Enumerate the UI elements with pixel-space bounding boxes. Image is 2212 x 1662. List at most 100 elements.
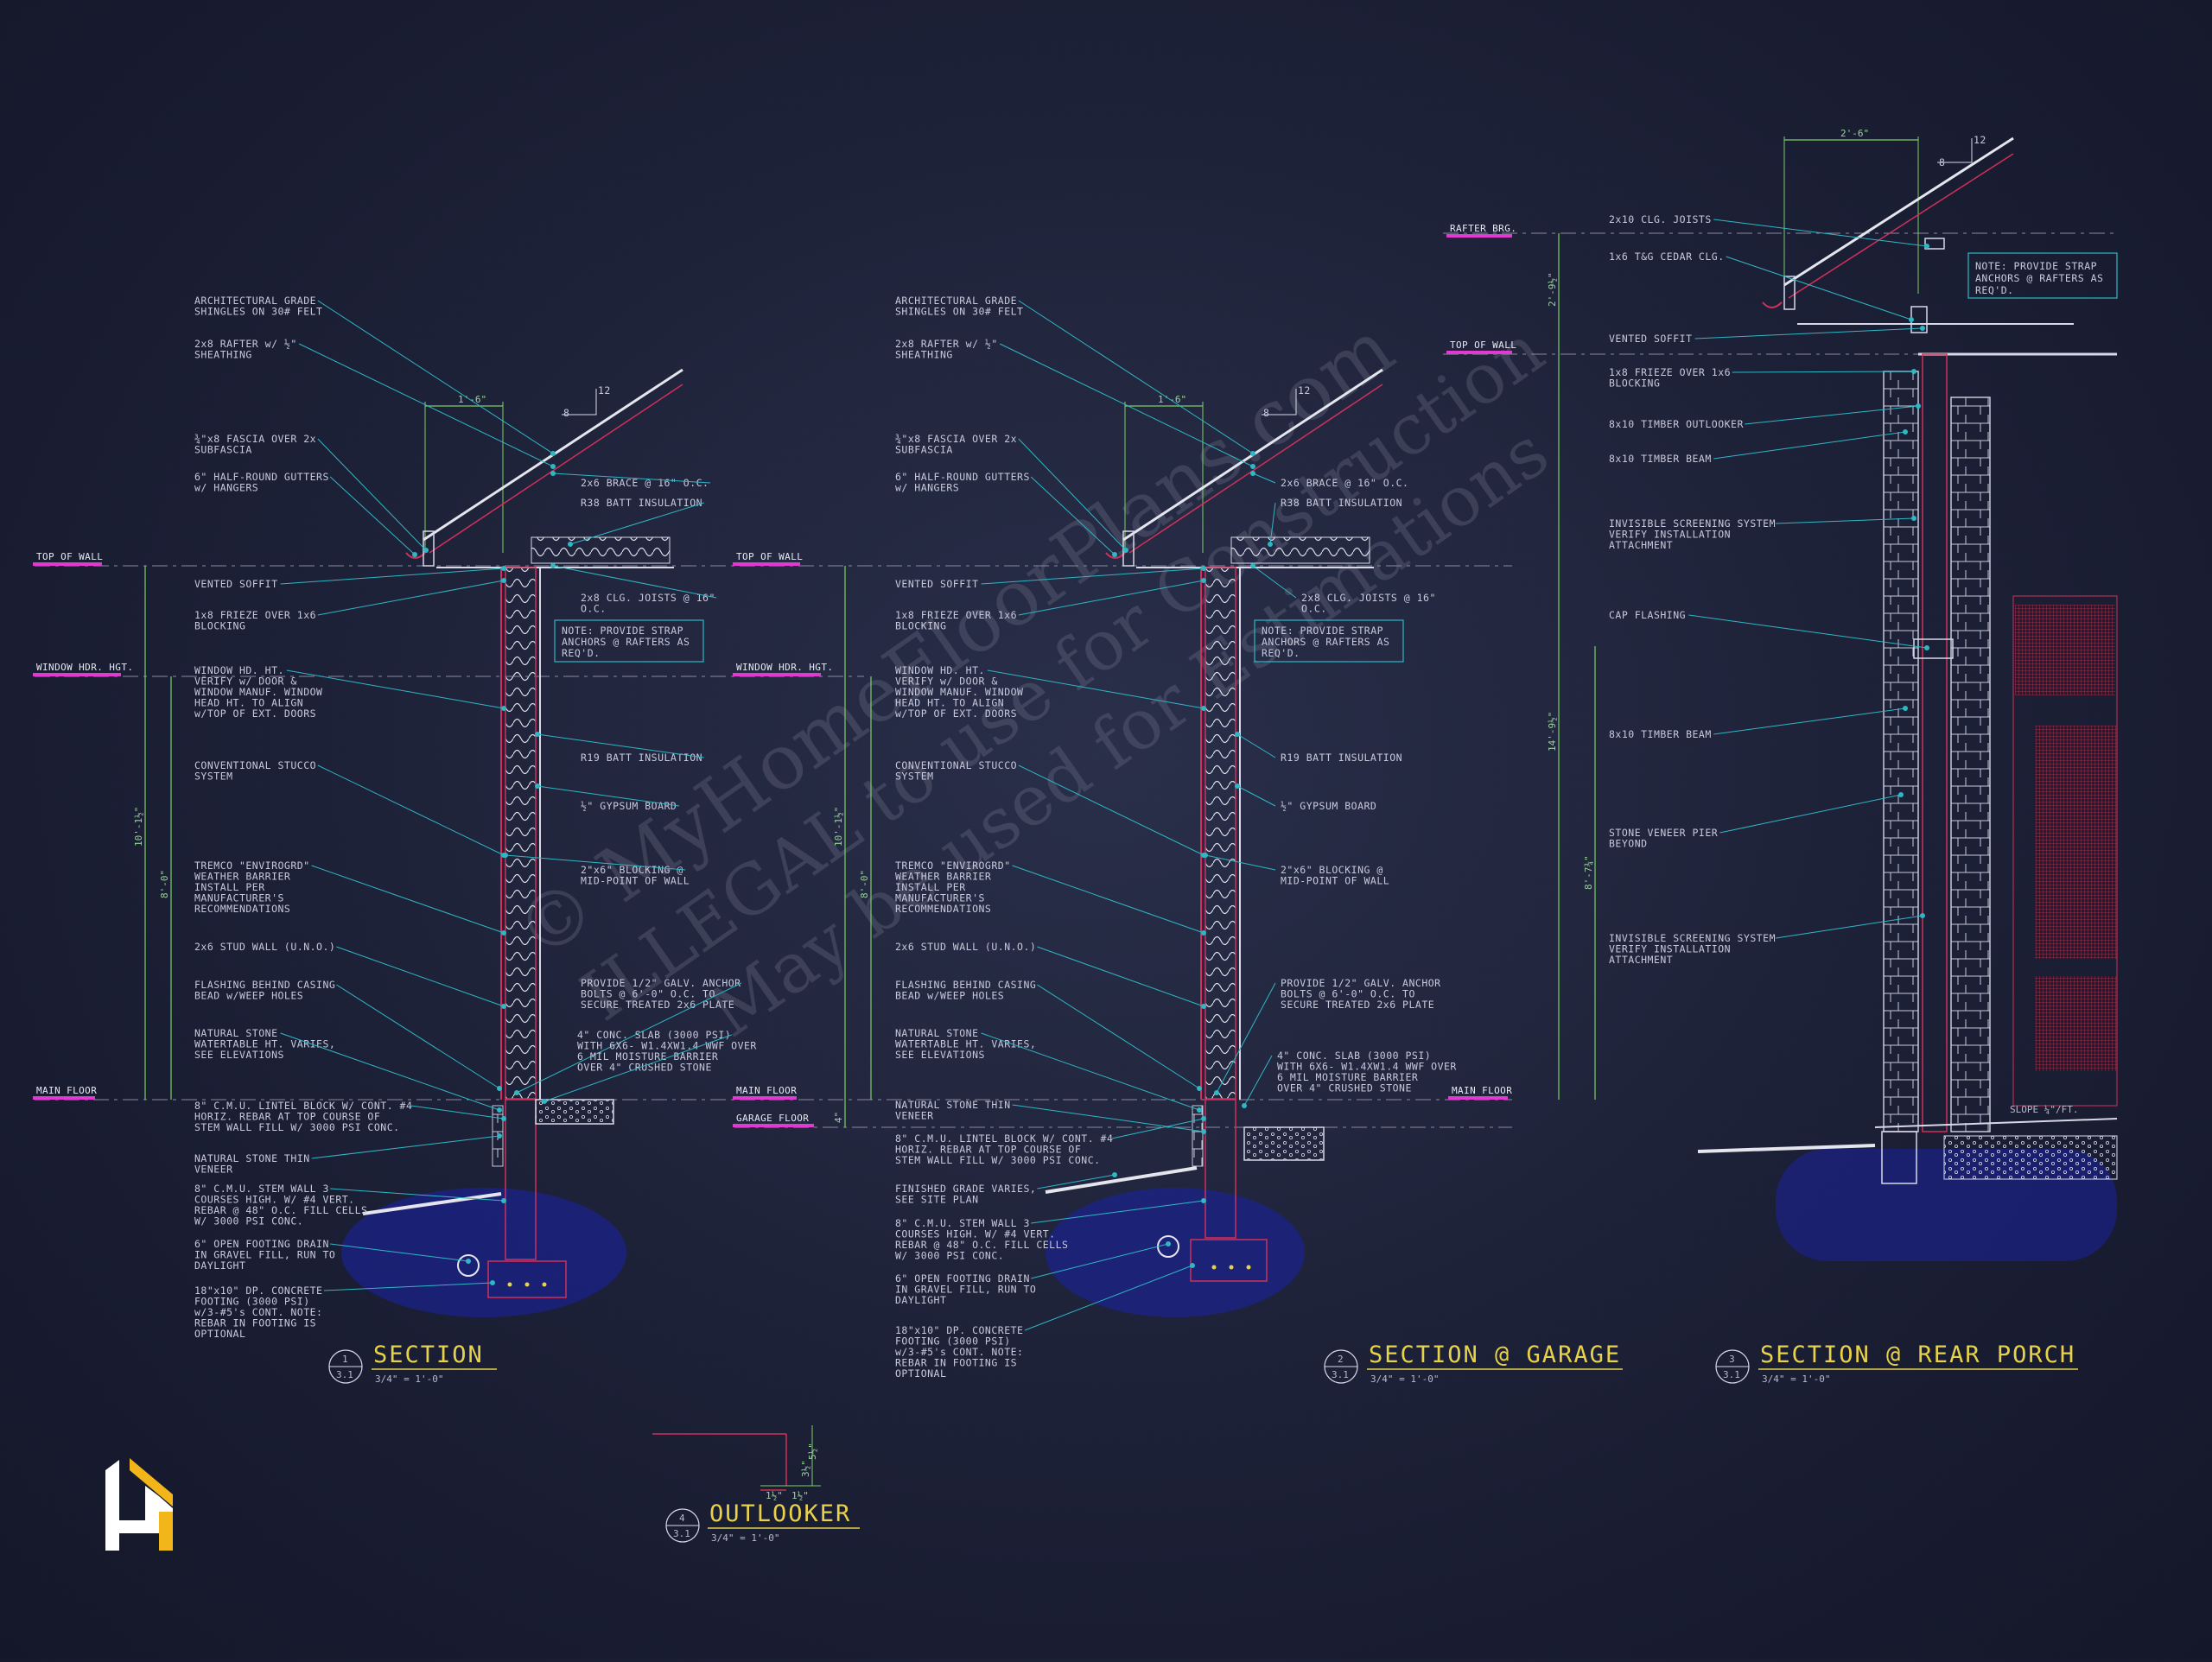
leader-line (1024, 1265, 1193, 1331)
annotation-note: STEM WALL FILL W/ 3000 PSI CONC. (895, 1154, 1101, 1166)
section4-scale: 3/4" = 1'-0" (711, 1532, 779, 1544)
level-main-floor: MAIN FLOOR (736, 1085, 797, 1096)
leader-line (552, 565, 717, 599)
dim-total: 14'-9½" (1547, 712, 1558, 752)
annotation-note: w/3-#5's CONT. NOTE: (895, 1346, 1023, 1358)
annotation-note: STONE VENEER PIER (1609, 827, 1718, 839)
annotation-note: WATERTABLE HT. VARIES, (194, 1038, 335, 1050)
leader-line (1776, 915, 1923, 939)
leader-line (336, 946, 505, 1007)
leader-arrow (1201, 578, 1206, 583)
annotation-note: WINDOW HD. HT. (194, 664, 284, 676)
annotation-note: w/3-#5's CONT. NOTE: (194, 1306, 322, 1318)
annotation-note: CAP FLASHING (1609, 609, 1686, 621)
annotation-note: HORIZ. REBAR AT TOP COURSE OF (194, 1111, 380, 1123)
note-box-line: REQ'D. (1262, 647, 1300, 659)
annotation-note: 2x10 CLG. JOISTS (1609, 213, 1712, 225)
leader-arrow (501, 566, 506, 571)
stone-veneer-beyond (1950, 396, 1991, 1132)
leader-arrow (1201, 1116, 1206, 1121)
outlooker-dim-a: 1½" (766, 1490, 783, 1501)
leader-line (1216, 982, 1276, 1094)
leader-arrow (1242, 1103, 1247, 1108)
section3-ref-num: 3 (1729, 1354, 1735, 1365)
section2-scale: 3/4" = 1'-0" (1370, 1373, 1439, 1385)
leader-line (329, 476, 416, 555)
annotation-note: 2x8 RAFTER w/ ½" (194, 338, 297, 350)
annotation-note: ATTACHMENT (1609, 539, 1673, 551)
leader-line (1031, 1200, 1205, 1224)
pitch-rise: 8 (563, 407, 569, 419)
leader-line (280, 1032, 500, 1111)
annotation-note: INSTALL PER (194, 881, 265, 893)
section-3: RAFTER BRG. TOP OF WALL 2'-9½" 14'-9½" 8… (1443, 128, 2118, 1385)
section4-ref-sheet: 3.1 (673, 1528, 690, 1539)
annotation-note: SYSTEM (194, 771, 233, 783)
stud-wall (505, 567, 537, 1100)
leader-arrow (1911, 369, 1916, 374)
level-top-of-wall: TOP OF WALL (1450, 339, 1516, 351)
footing-drain (457, 1254, 480, 1277)
leader-line (999, 343, 1254, 467)
annotation-note: WINDOW MANUF. WINDOW (194, 686, 322, 698)
annotation-note: 1x8 FRIEZE OVER 1x6 (1609, 366, 1731, 378)
annotation-note: ½" GYPSUM BOARD (581, 800, 677, 812)
annotation-note: FOOTING (3000 PSI) (194, 1296, 310, 1308)
note-box-line: ANCHORS @ RAFTERS AS (1975, 272, 2103, 284)
leader-line (330, 1243, 469, 1262)
leader-arrow (514, 1090, 519, 1095)
annotation-note: w/ HANGERS (895, 482, 959, 494)
leader-arrow (1112, 1172, 1117, 1177)
annotation-note: O.C. (1301, 603, 1327, 615)
leader-line (1018, 300, 1254, 454)
leader-line (1111, 1118, 1205, 1139)
leader-line (1713, 219, 1928, 247)
dim-overhang: 1'-6" (458, 394, 486, 405)
leader-arrow (490, 1280, 495, 1285)
leader-line (317, 300, 554, 454)
annotation-note: ¾"x8 FASCIA OVER 2x (895, 433, 1017, 445)
annotation-note: 4" CONC. SLAB (3000 PSI) (577, 1029, 731, 1041)
note-box-line: NOTE: PROVIDE STRAP (562, 625, 683, 637)
annotation-note: VERIFY INSTALLATION (1609, 529, 1731, 541)
section-1: TOP OF WALL WINDOW HDR. HGT. MAIN FLOOR … (33, 295, 1512, 1385)
section2-ref-sheet: 3.1 (1332, 1369, 1349, 1380)
annotation-note: IN GRAVEL FILL, RUN TO (194, 1249, 335, 1261)
dim-window-height: 8'-0" (159, 870, 170, 898)
annotation-note: PROVIDE 1/2" GALV. ANCHOR (1281, 977, 1441, 989)
annotation-note: 2x6 BRACE @ 16" O.C. (581, 477, 709, 489)
leader-arrow (1250, 471, 1255, 476)
annotation-note: 6" OPEN FOOTING DRAIN (895, 1272, 1030, 1285)
note-box-line: NOTE: PROVIDE STRAP (1262, 625, 1383, 637)
leader-line (1012, 865, 1205, 934)
porch-rafter (1783, 136, 2014, 287)
annotation-note: OVER 4" CRUSHED STONE (1277, 1082, 1412, 1094)
leader-line (1031, 1243, 1169, 1279)
leader-line (286, 669, 505, 709)
leader-line (1018, 764, 1205, 856)
porch-slab (1943, 1135, 2118, 1180)
annotation-note: SUBFASCIA (194, 444, 252, 456)
annotation-note: STEM WALL FILL W/ 3000 PSI CONC. (194, 1121, 400, 1133)
leader-line (1018, 438, 1127, 551)
level-main-floor-right: MAIN FLOOR (1452, 1085, 1512, 1096)
annotation-note: REBAR @ 48" O.C. FILL CELLS (194, 1204, 367, 1216)
note-box-line: ANCHORS @ RAFTERS AS (1262, 636, 1389, 648)
leader-arrow (1250, 451, 1255, 456)
annotation-note: SUBFASCIA (895, 444, 953, 456)
pitch-rise: 8 (1263, 407, 1269, 419)
level-rafter-brg: RAFTER BRG. (1450, 223, 1516, 234)
stem-wall (505, 1099, 537, 1260)
annotation-note: VENEER (194, 1164, 233, 1176)
annotation-note: NATURAL STONE (895, 1027, 979, 1039)
annotation-note: CONVENTIONAL STUCCO (895, 759, 1017, 771)
floor-slab (535, 1099, 614, 1125)
leader-line (323, 1282, 493, 1291)
annotation-note: 4" CONC. SLAB (3000 PSI) (1277, 1050, 1431, 1062)
watermark-line-2: ILLEGAL to use for Construction (567, 309, 1558, 1037)
annotation-note: SEE ELEVATIONS (194, 1049, 284, 1061)
annotation-note: SYSTEM (895, 771, 934, 783)
annotation-note: BEAD w/WEEP HOLES (895, 990, 1004, 1002)
annotation-note: VENTED SOFFIT (1609, 333, 1693, 345)
